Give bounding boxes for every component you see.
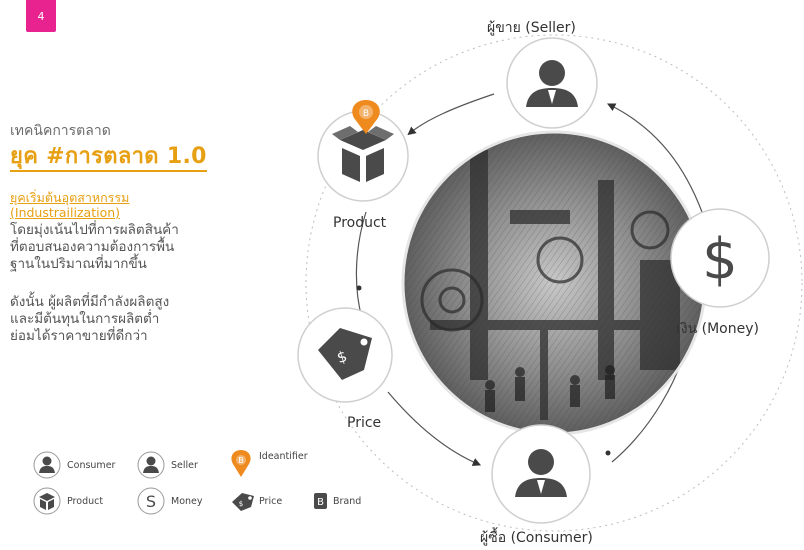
arrow-price-to-consumer <box>387 391 482 466</box>
legend-identifier-label: Ideantifier <box>259 450 308 462</box>
outer-dotted-ring <box>305 34 803 532</box>
brand-icon: B <box>314 493 327 509</box>
price-tag-icon: $ <box>318 328 372 380</box>
svg-text:S: S <box>146 492 156 511</box>
cycle-dot <box>356 285 362 291</box>
legend-identifier: B Ideantifier <box>226 442 308 482</box>
legend-brand: B Brand <box>310 490 361 512</box>
description-line: ดังนั้น ผู้ผลิตที่มีกำลังผลิตสูง <box>10 294 170 310</box>
consumer-node <box>491 424 591 524</box>
legend-price-label: Price <box>259 495 283 507</box>
legend-money-label: Money <box>171 495 203 507</box>
factory-illustration <box>403 132 705 434</box>
arrow-product-to-price <box>355 211 367 319</box>
page-number-badge: 4 <box>26 0 56 32</box>
legend-brand-label: Brand <box>333 495 362 507</box>
money-node: $ <box>670 208 770 308</box>
cycle-dot <box>605 450 611 456</box>
dollar-icon: $ <box>702 227 738 292</box>
money-icon: S <box>137 487 165 515</box>
seller-label: ผู้ขาย (Seller) <box>487 20 576 36</box>
product-label: Product <box>333 215 387 231</box>
product-box-icon <box>33 487 61 515</box>
description-paragraph-2: ดังนั้น ผู้ผลิตที่มีกำลังผลิตสูง และมีต้… <box>10 294 250 345</box>
box-icon <box>332 126 394 182</box>
legend-seller: Seller <box>134 450 198 480</box>
arrow-money-to-seller <box>606 103 703 213</box>
legend-money: S Money <box>134 486 203 516</box>
price-node: $ <box>297 307 393 403</box>
consumer-label: ผู้ซื้อ (Consumer) <box>480 530 593 546</box>
brand-pin-icon: B <box>352 100 380 134</box>
money-label: เงิน (Money) <box>676 321 759 337</box>
legend-product-label: Product <box>67 495 104 507</box>
legend-consumer: Consumer <box>30 450 115 480</box>
identifier-pin-icon: B <box>231 450 251 477</box>
seller-icon <box>137 451 165 479</box>
era-term: (Industrailization) <box>10 205 121 220</box>
description-line: และมีต้นทุนในการผลิตต่ำ <box>10 311 160 327</box>
legend-product: Product <box>30 486 103 516</box>
legend-price: $ Price <box>230 490 282 512</box>
description-line: ฐานในปริมาณที่มากขึ้น <box>10 256 147 272</box>
legend-seller-label: Seller <box>171 459 198 471</box>
consumer-icon <box>33 451 61 479</box>
arrow-seller-to-product <box>407 93 495 136</box>
svg-text:B: B <box>238 456 244 465</box>
page-title: ยุค #การตลาด 1.0 <box>10 144 207 172</box>
section-subtitle: เทคนิคการตลาด <box>10 123 111 139</box>
description-paragraph-1: โดยมุ่งเน้นไปที่การผลิตสินค้า ที่ตอบสนอง… <box>10 222 250 273</box>
price-tag-icon: $ <box>232 493 254 511</box>
svg-text:B: B <box>317 497 324 508</box>
brand-pin-letter: B <box>363 109 369 119</box>
legend: Consumer Seller B Ideantifier Product S <box>30 450 390 530</box>
description-line: ย่อมได้ราคาขายที่ดีกว่า <box>10 328 148 344</box>
seller-icon <box>526 60 578 107</box>
description-line: ที่ตอบสนองความต้องการพื้น <box>10 239 175 255</box>
era-title: ยุคเริ่มต้นอุตสาหกรรม <box>10 190 130 205</box>
product-node: B <box>317 100 409 202</box>
legend-consumer-label: Consumer <box>67 459 116 471</box>
description-line: โดยมุ่งเน้นไปที่การผลิตสินค้า <box>10 222 179 238</box>
price-label: Price <box>347 415 382 431</box>
left-text-panel: เทคนิคการตลาด ยุค #การตลาด 1.0 ยุคเริ่มต… <box>10 120 250 345</box>
consumer-icon <box>515 449 567 497</box>
svg-text:$: $ <box>239 500 243 508</box>
seller-node <box>506 37 598 129</box>
